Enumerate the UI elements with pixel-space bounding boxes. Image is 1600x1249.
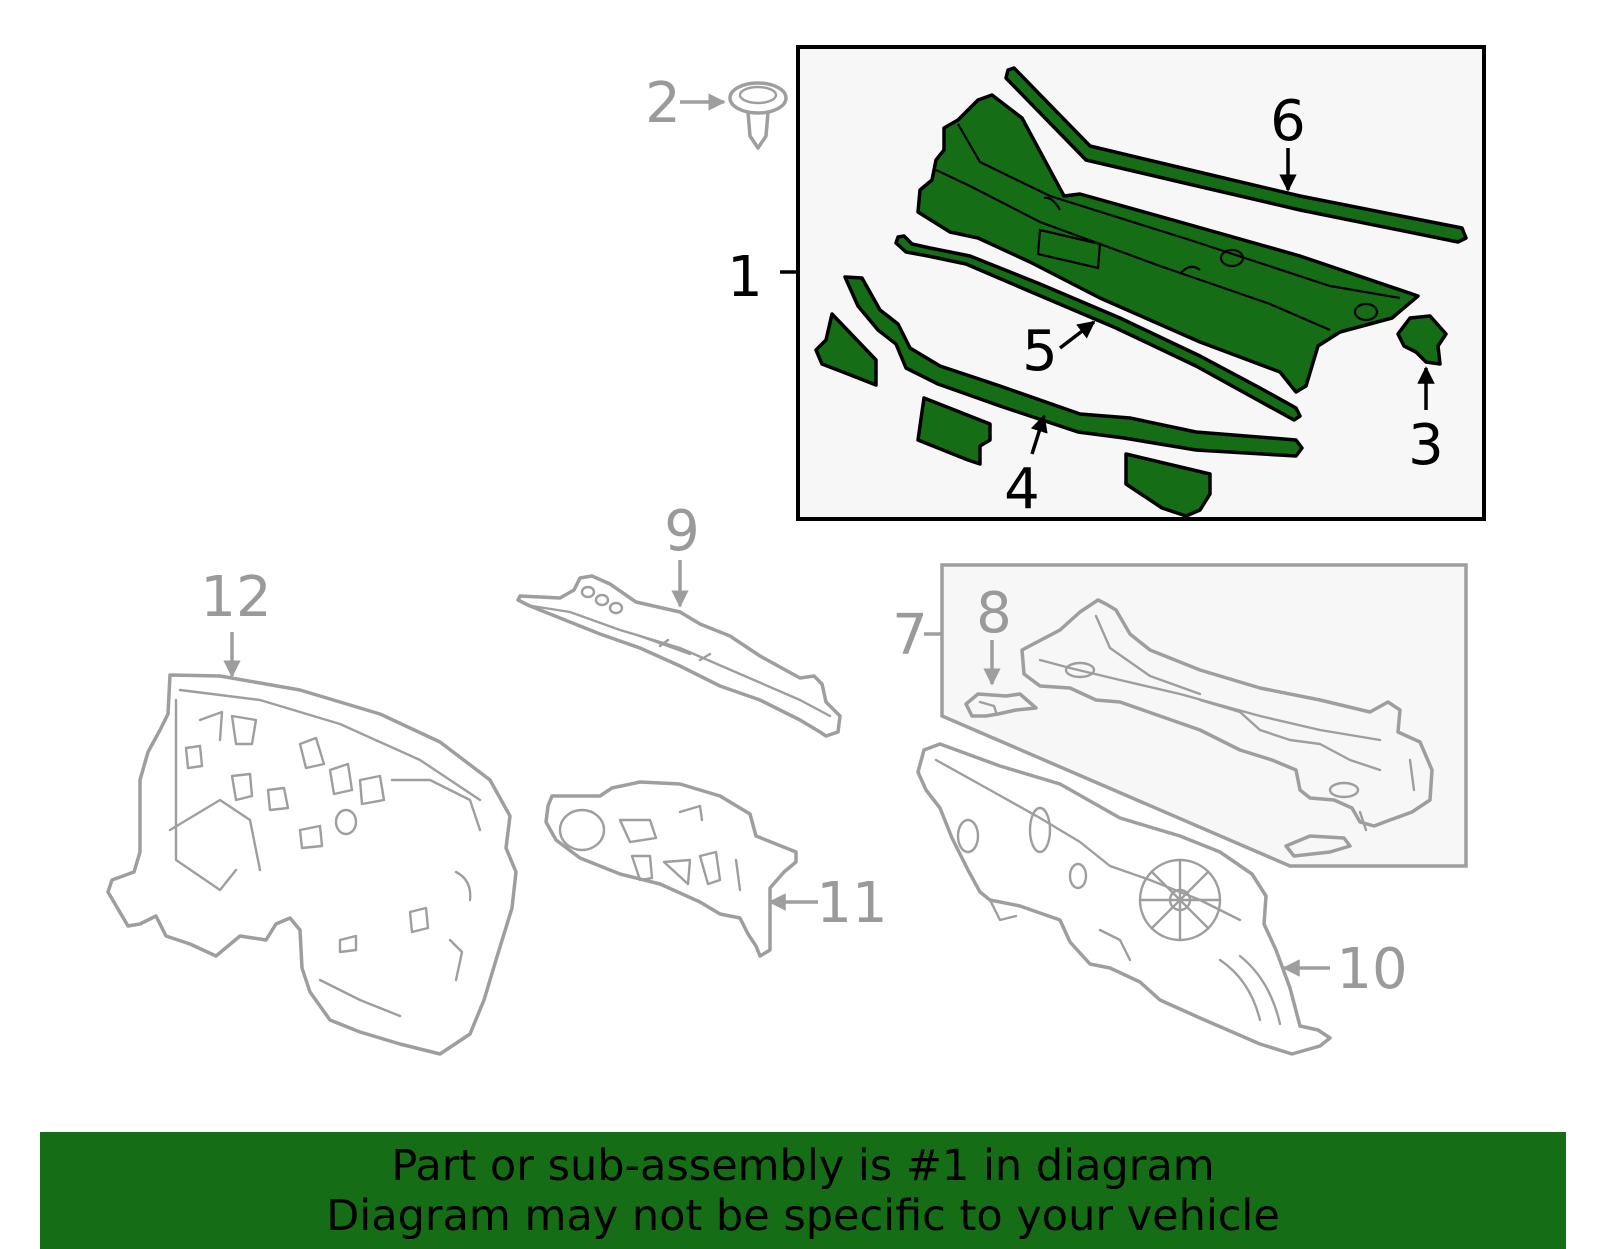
- info-banner: Part or sub-assembly is #1 in diagram Di…: [40, 1132, 1566, 1249]
- part-3-side-bracket[interactable]: [1396, 314, 1448, 366]
- part-12-dash-insulator[interactable]: [106, 673, 518, 1056]
- part-6-weatherstrip[interactable]: [1004, 66, 1468, 244]
- callout-3: 3: [1408, 413, 1444, 478]
- callout-8: 8: [976, 581, 1012, 646]
- assembly-7-box: [940, 563, 1468, 868]
- part-2-clip[interactable]: [728, 81, 788, 150]
- part-7-dash-upper[interactable]: [1020, 598, 1434, 858]
- part-1-left-bracket[interactable]: [814, 312, 878, 387]
- callout-6: 6: [1270, 89, 1306, 154]
- part-11-side-panel[interactable]: [544, 780, 798, 958]
- banner-line-2: Diagram may not be specific to your vehi…: [326, 1190, 1280, 1241]
- callout-2: 2: [645, 71, 681, 136]
- part-4-molding[interactable]: [843, 275, 1304, 458]
- part-8-bracket[interactable]: [964, 692, 1038, 718]
- callout-12: 12: [200, 565, 271, 630]
- callout-4: 4: [1004, 457, 1040, 522]
- callout-11: 11: [816, 871, 887, 936]
- callout-9: 9: [664, 499, 700, 564]
- part-10-dash-lower[interactable]: [916, 742, 1332, 1056]
- callout-7: 7: [892, 603, 928, 668]
- callout-10: 10: [1336, 937, 1407, 1002]
- part-1-right-bracket[interactable]: [1124, 452, 1212, 518]
- part-5-seal[interactable]: [894, 234, 1302, 422]
- callout-1: 1: [727, 245, 763, 310]
- banner-line-1: Part or sub-assembly is #1 in diagram: [391, 1140, 1215, 1191]
- part-9-cross-member[interactable]: [516, 574, 842, 738]
- part-1-center-bracket[interactable]: [916, 396, 992, 466]
- callout-5: 5: [1022, 319, 1058, 384]
- part-1-cowl-top[interactable]: [916, 93, 1420, 394]
